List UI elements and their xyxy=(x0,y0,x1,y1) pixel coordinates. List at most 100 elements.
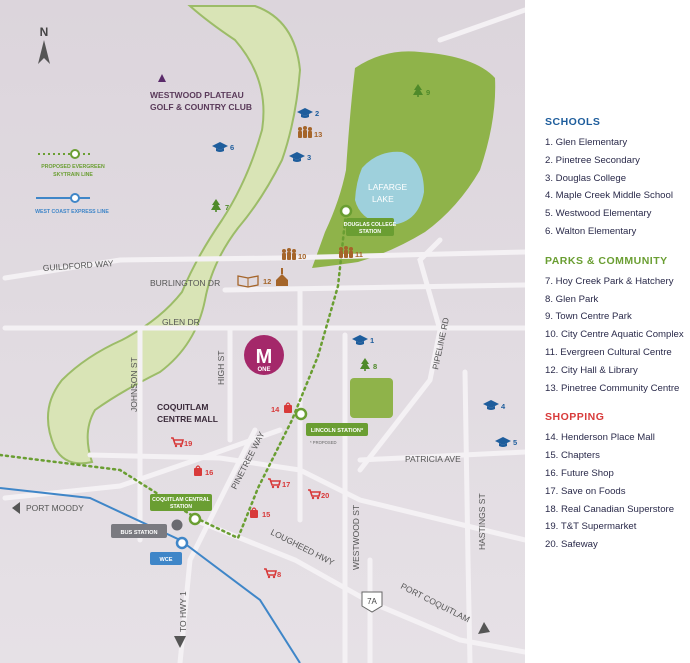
shopping-marker-20: 20 xyxy=(307,489,329,501)
route-7a-shield: 7A xyxy=(361,591,383,613)
shopping-title: SHOPPING xyxy=(545,411,605,424)
hoy-creek-park-area xyxy=(46,5,302,465)
svg-text:4: 4 xyxy=(501,402,506,411)
coquitlam-central-station: COQUITLAM CENTRAL STATION xyxy=(150,494,212,526)
svg-text:11: 11 xyxy=(355,250,363,259)
legend-item: 3. Douglas College xyxy=(545,172,627,184)
school-marker-2: 2 xyxy=(297,108,319,118)
svg-text:SKYTRAIN LINE: SKYTRAIN LINE xyxy=(53,172,93,178)
svg-text:M: M xyxy=(256,346,273,368)
svg-text:5: 5 xyxy=(513,438,517,447)
svg-text:COQUITLAM CENTRAL: COQUITLAM CENTRAL xyxy=(152,497,210,503)
legend-item: 1. Glen Elementary xyxy=(545,137,628,148)
north-arrow-icon: N xyxy=(38,25,50,64)
port-coquitlam-arrow-icon xyxy=(478,622,490,634)
shopping-marker-18: 8 xyxy=(263,568,281,580)
shopping-section: SHOPPING 14. Henderson Place Mall 15. Ch… xyxy=(545,411,690,554)
svg-text:N: N xyxy=(40,25,49,39)
shopping-marker-19: 19 xyxy=(170,437,192,449)
svg-text:3: 3 xyxy=(307,153,311,162)
shopping-marker-17: 17 xyxy=(267,478,290,490)
school-marker-3: 3 xyxy=(289,152,311,162)
schools-section: SCHOOLS 1. Glen Elementary 2. Pinetree S… xyxy=(545,116,690,241)
legend-item: 2. Pinetree Secondary xyxy=(545,154,640,166)
legend-item: 16. Future Shop xyxy=(545,467,614,479)
svg-text:7A: 7A xyxy=(367,597,377,606)
school-marker-1: 1 xyxy=(352,335,374,345)
street-hastings: HASTINGS ST xyxy=(477,493,487,550)
svg-text:12: 12 xyxy=(263,277,271,286)
street-high: HIGH ST xyxy=(216,351,226,385)
svg-text:1: 1 xyxy=(370,336,374,345)
wce-station: WCE xyxy=(150,536,189,565)
shopping-list: 14. Henderson Place Mall 15. Chapters 16… xyxy=(545,429,690,554)
douglas-college-station: DOUGLAS COLLEGE STATION xyxy=(339,204,397,236)
svg-text:8: 8 xyxy=(373,362,377,371)
svg-text:ONE: ONE xyxy=(257,367,270,373)
shopping-marker-15: 15 xyxy=(249,507,270,519)
legend-item: 18. Real Canadian Superstore xyxy=(545,503,675,515)
svg-text:16: 16 xyxy=(205,468,213,477)
svg-text:15: 15 xyxy=(262,510,270,519)
wce-key: WEST COAST EXPRESS LINE xyxy=(35,193,109,215)
legend-item: 5. Westwood Elementary xyxy=(545,208,652,220)
mall-label-line1: COQUITLAM xyxy=(157,402,208,412)
street-johnson: JOHNSON ST xyxy=(129,357,139,412)
park-marker-9: 9 xyxy=(413,84,430,97)
school-marker-4: 4 xyxy=(483,400,506,411)
svg-text:9: 9 xyxy=(426,88,430,97)
svg-text:17: 17 xyxy=(282,480,290,489)
svg-text:8: 8 xyxy=(277,570,281,579)
legend-item: 12. City Hall & Library xyxy=(545,364,638,376)
community-marker-11: 11 xyxy=(339,246,363,259)
legend-item: 20. Safeway xyxy=(545,539,598,551)
shopping-marker-14: 14 xyxy=(271,402,293,414)
legend: SCHOOLS 1. Glen Elementary 2. Pinetree S… xyxy=(545,116,690,568)
svg-text:19: 19 xyxy=(184,439,192,448)
map: N WESTWOOD PLATEAU GOLF & COUNTRY CLUB P… xyxy=(0,0,525,663)
community-marker-10: 10 xyxy=(282,248,306,261)
legend-item: 8. Glen Park xyxy=(545,293,599,305)
hwy1-arrow-icon xyxy=(174,636,186,648)
parks-list: 7. Hoy Creek Park & Hatchery 8. Glen Par… xyxy=(545,273,690,398)
street-hwy1: TO HWY 1 xyxy=(178,591,188,632)
lafarge-lake xyxy=(355,151,424,226)
legend-item: 15. Chapters xyxy=(545,450,600,462)
school-marker-6: 6 xyxy=(212,142,234,152)
legend-item: 13. Pinetree Community Centre xyxy=(545,382,680,394)
park-marker-7: 7 xyxy=(211,199,229,212)
shopping-marker-16: 16 xyxy=(193,465,213,477)
svg-text:STATION: STATION xyxy=(170,504,192,510)
svg-text:20: 20 xyxy=(321,491,329,500)
svg-text:2: 2 xyxy=(315,109,319,118)
skytrain-key: PROPOSED EVERGREEN SKYTRAIN LINE xyxy=(38,149,105,178)
street-patricia: PATRICIA AVE xyxy=(405,454,461,464)
port-moody-arrow-icon xyxy=(12,502,20,514)
lake-label-line1: LAFARGE xyxy=(368,182,408,192)
svg-text:7: 7 xyxy=(225,203,229,212)
lake-label-line2: LAKE xyxy=(372,194,394,204)
street-port-moody: PORT MOODY xyxy=(26,503,84,513)
svg-text:13: 13 xyxy=(314,130,322,139)
svg-text:6: 6 xyxy=(230,143,234,152)
golf-club-label-line2: GOLF & COUNTRY CLUB xyxy=(150,102,252,112)
legend-item: 17. Save on Foods xyxy=(545,485,626,497)
golf-club-label-line1: WESTWOOD PLATEAU xyxy=(150,90,244,100)
svg-text:DOUGLAS COLLEGE: DOUGLAS COLLEGE xyxy=(344,222,397,228)
schools-title: SCHOOLS xyxy=(545,116,601,128)
legend-item: 10. City Centre Aquatic Complex xyxy=(545,329,684,341)
lincoln-station: LINCOLN STATION* * PROPOSED xyxy=(294,407,368,445)
svg-text:LINCOLN STATION*: LINCOLN STATION* xyxy=(311,428,364,434)
community-marker-12: 12 xyxy=(237,268,288,288)
street-guildford: GUILDFORD WAY xyxy=(42,258,114,273)
legend-item: 6. Walton Elementary xyxy=(545,225,637,237)
legend-item: 9. Town Centre Park xyxy=(545,311,632,323)
parks-title: PARKS & COMMUNITY xyxy=(545,254,668,267)
schools-list: 1. Glen Elementary 2. Pinetree Secondary… xyxy=(545,134,690,241)
street-glen: GLEN DR xyxy=(162,317,200,327)
svg-text:BUS STATION: BUS STATION xyxy=(120,530,157,536)
svg-text:WEST COAST EXPRESS LINE: WEST COAST EXPRESS LINE xyxy=(35,209,109,215)
parks-section: PARKS & COMMUNITY 7. Hoy Creek Park & Ha… xyxy=(545,255,690,398)
bus-station: BUS STATION xyxy=(111,519,183,538)
svg-text:14: 14 xyxy=(271,405,280,414)
